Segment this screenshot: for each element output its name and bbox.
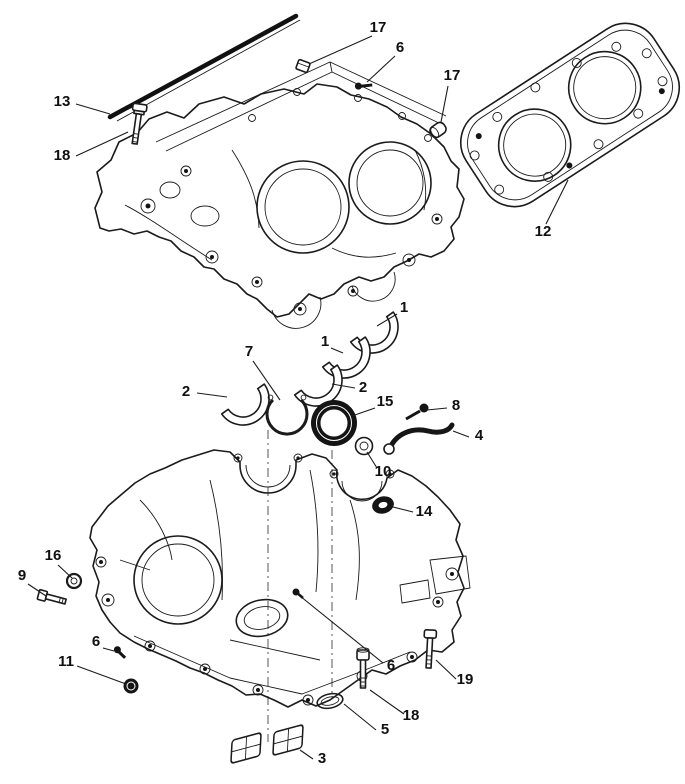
part-19-bolt: [423, 629, 438, 669]
callout-label: 7: [245, 343, 253, 360]
callout-label: 8: [452, 397, 460, 414]
callout-label: 6: [92, 633, 100, 650]
part-3-gasket-pair: [230, 724, 304, 764]
callout-8: 8: [426, 397, 460, 414]
callout-15: 15: [351, 393, 394, 417]
callout-label: 9: [18, 567, 26, 584]
callout-label: 4: [475, 427, 484, 444]
callout-1-b: 1: [321, 333, 344, 354]
part-4-pipe-clip: [383, 422, 455, 455]
callout-label: 2: [359, 379, 367, 396]
callout-label: 5: [381, 721, 389, 738]
callout-6-top: 6: [366, 39, 404, 83]
callout-11: 11: [58, 653, 127, 685]
callout-12: 12: [535, 179, 569, 240]
callout-label: 18: [54, 147, 71, 164]
callout-3: 3: [299, 749, 326, 767]
callout-5: 5: [343, 703, 389, 738]
part-lower-crankcase-half: [89, 449, 471, 708]
part-8-fitting: [405, 403, 429, 421]
callout-16: 16: [45, 547, 73, 579]
callout-label: 12: [535, 223, 552, 240]
callout-13: 13: [54, 93, 111, 115]
callout-2-a: 2: [331, 379, 367, 396]
part-10-washer: [354, 436, 374, 456]
part-1-bearing-shell-a: [349, 311, 410, 365]
callout-label: 13: [54, 93, 71, 110]
callout-9: 9: [18, 567, 47, 597]
part-18-bolt-upper: [131, 102, 148, 145]
part-17-cap-top: [295, 58, 311, 74]
callout-label: 1: [400, 299, 408, 316]
callout-label: 6: [387, 657, 395, 674]
callout-label: 10: [375, 463, 392, 480]
callout-label: 1: [321, 333, 329, 350]
callout-2-b: 2: [182, 383, 228, 400]
callout-label: 2: [182, 383, 190, 400]
callout-label: 15: [377, 393, 394, 410]
callout-label: 17: [370, 19, 387, 36]
callout-1-a: 1: [376, 299, 408, 327]
callout-label: 3: [318, 750, 326, 767]
callout-label: 18: [403, 707, 420, 724]
callout-18-upper: 18: [54, 131, 129, 164]
part-13-strip: [107, 13, 301, 122]
callout-6-mid: 6: [299, 595, 395, 674]
part-14-seal: [372, 496, 394, 514]
part-6-screw-left: [113, 646, 127, 659]
callout-17-top: 17: [308, 19, 387, 65]
part-18-bolt-lower: [356, 647, 370, 689]
part-9-bolt: [36, 588, 67, 605]
part-5-gasket: [316, 692, 344, 710]
callout-label: 17: [444, 67, 461, 84]
callout-label: 6: [396, 39, 404, 56]
callouts: 17 6 17 13 18 12 1 1: [18, 19, 569, 767]
part-11-plug: [123, 678, 139, 694]
part-16-washer: [65, 572, 83, 590]
part-12-head-gasket: [459, 22, 681, 208]
callout-10: 10: [366, 451, 392, 480]
centerlines: [267, 430, 333, 742]
part-upper-crankcase-half: [94, 61, 465, 329]
callout-14: 14: [392, 503, 433, 520]
callout-label: 11: [58, 653, 74, 670]
part-15-seal-ring: [311, 400, 357, 446]
callout-label: 14: [416, 503, 433, 520]
part-6-screw-top: [354, 82, 373, 90]
callout-17-right: 17: [440, 67, 461, 123]
part-7-circlip: [265, 394, 309, 436]
callout-6-left: 6: [92, 633, 115, 652]
callout-19: 19: [435, 659, 474, 688]
callout-4: 4: [452, 427, 484, 444]
part-17-dowel-right: [429, 121, 447, 139]
callout-7: 7: [245, 343, 281, 401]
callout-18-lower: 18: [369, 689, 420, 724]
callout-label: 19: [457, 671, 474, 688]
callout-label: 16: [45, 547, 62, 564]
